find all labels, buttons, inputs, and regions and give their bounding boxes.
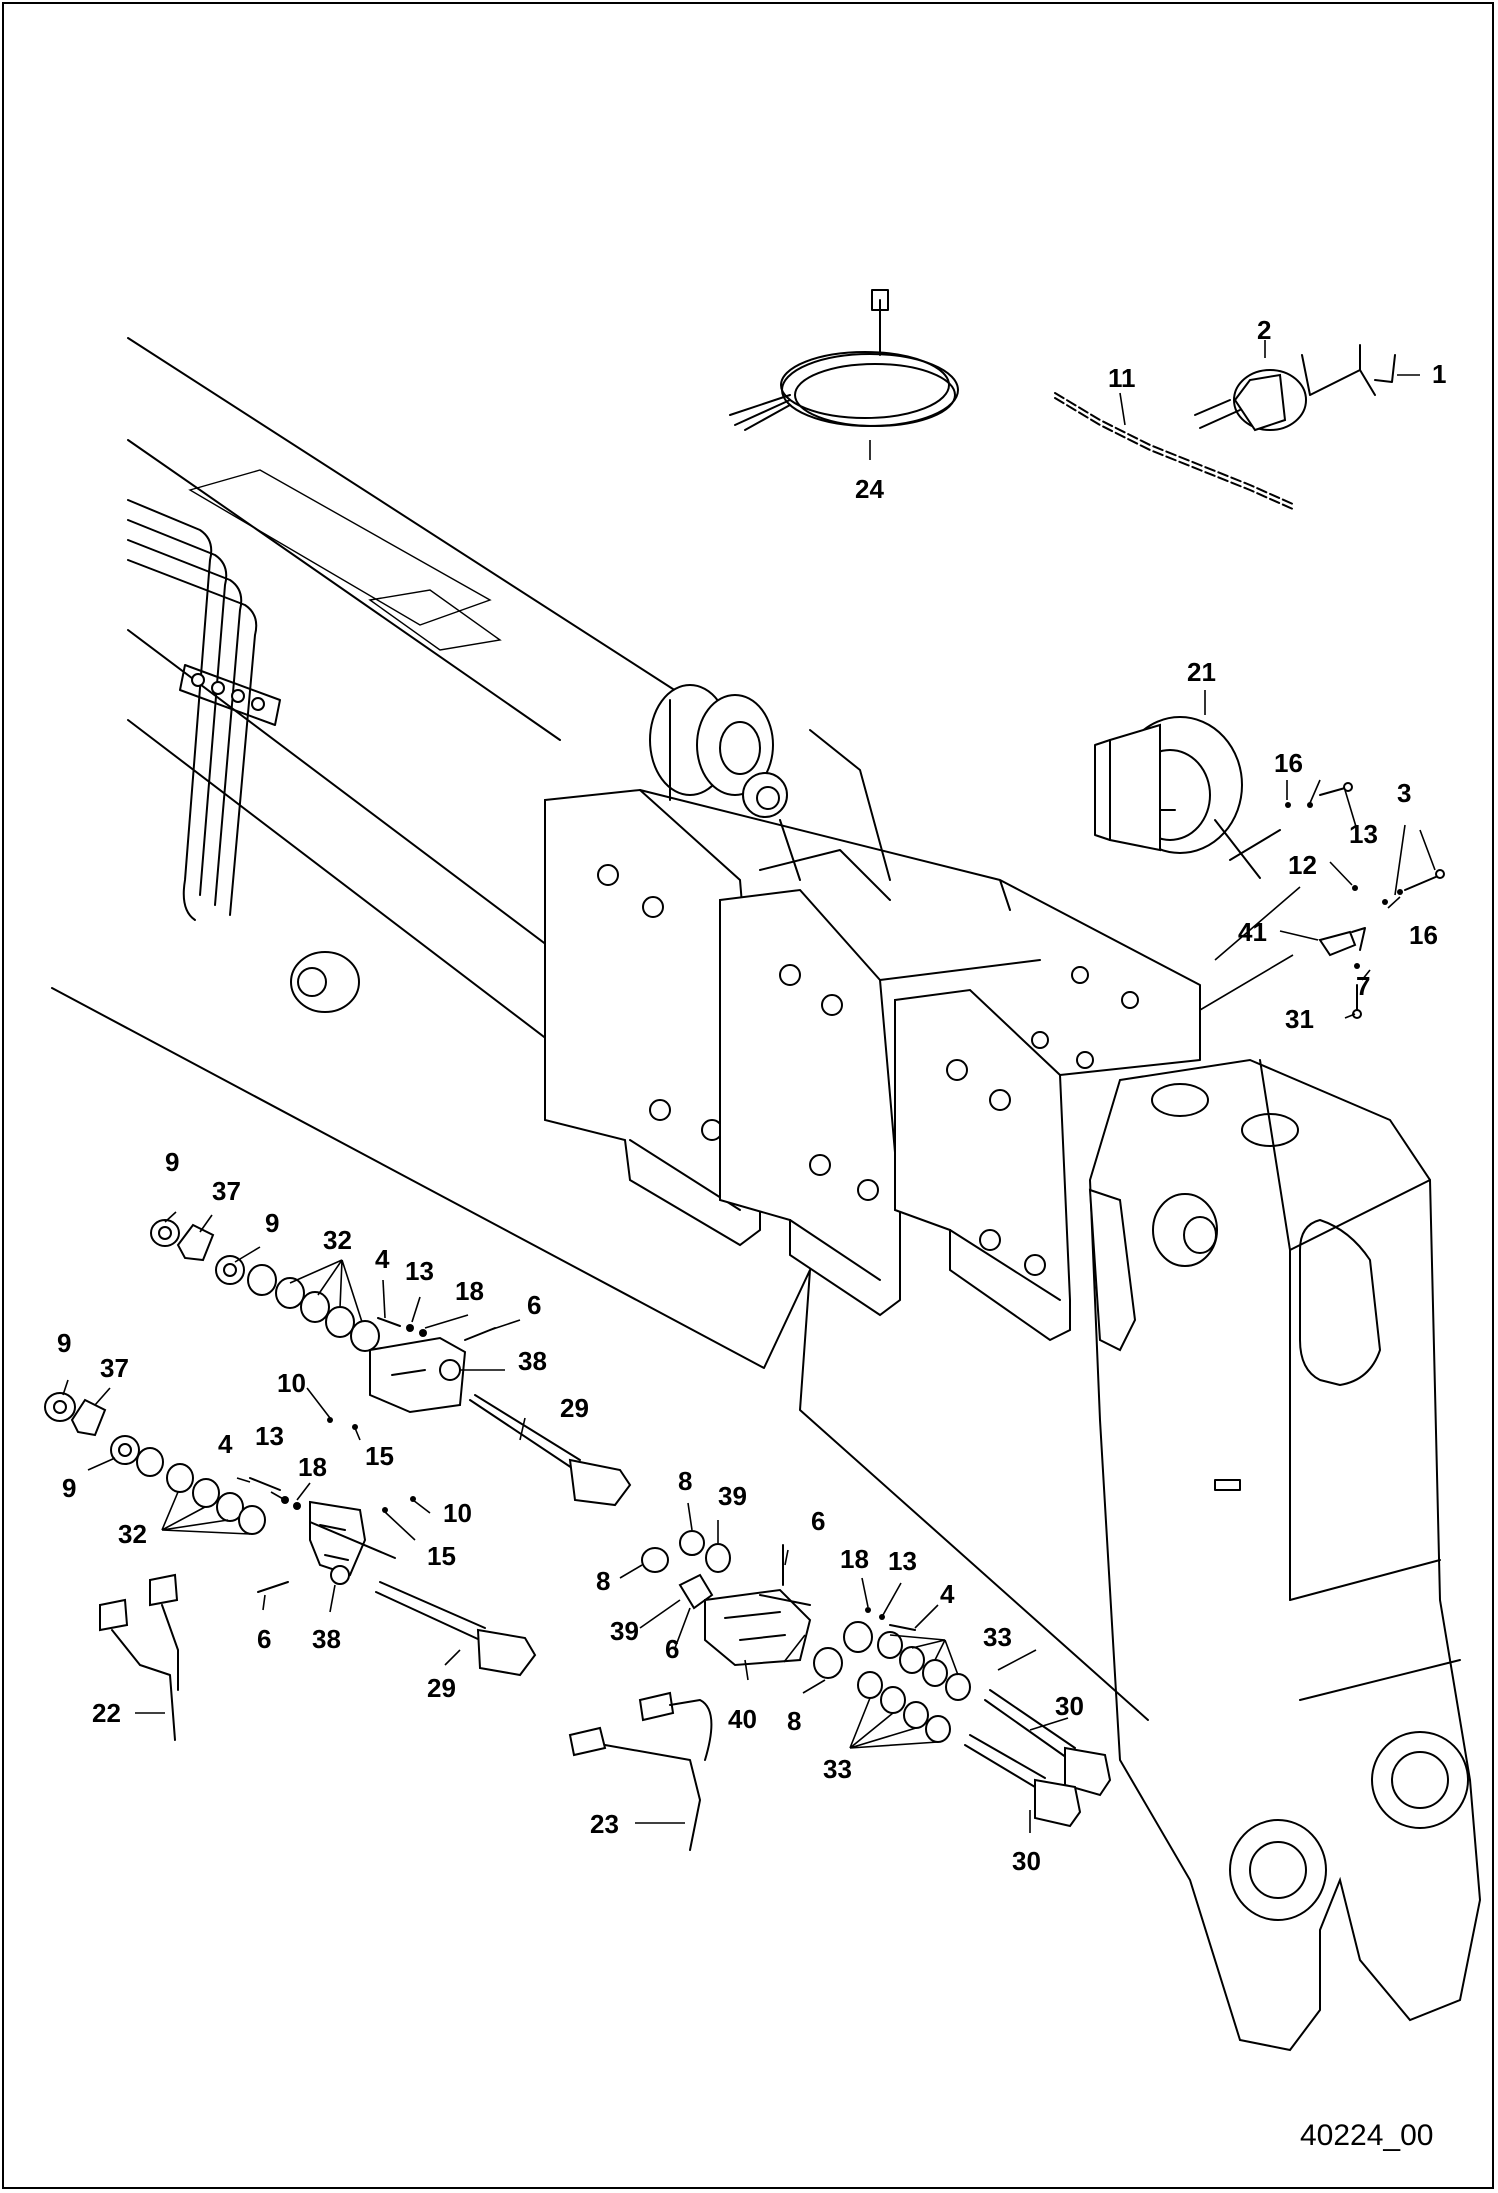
small-hardware-upper-right: [1285, 782, 1445, 1019]
callout-13-a: 13: [405, 1256, 434, 1286]
callout-11: 11: [1108, 363, 1136, 393]
drawing-number: 40224_00: [1300, 2119, 1433, 2152]
callout-4-c: 4: [940, 1579, 955, 1609]
callout-15-a: 15: [365, 1441, 394, 1471]
leader-lines-boom: [1199, 886, 1301, 1011]
callout-13-upper: 13: [1349, 819, 1378, 849]
callout-18-b: 18: [298, 1452, 327, 1482]
callout-3: 3: [1397, 778, 1411, 808]
callout-39-a: 39: [718, 1481, 747, 1511]
callout-30-a: 30: [1055, 1691, 1084, 1721]
callout-38-a: 38: [518, 1346, 547, 1376]
callout-13-b: 13: [255, 1421, 284, 1451]
callout-37-b: 37: [100, 1353, 129, 1383]
callout-24: 24: [855, 474, 884, 504]
right-hardware-kit: [641, 1530, 1112, 1828]
callout-8-b: 8: [596, 1566, 610, 1596]
harness-22: [99, 1573, 179, 1741]
cable-coil: [729, 289, 959, 431]
callout-16-lower: 16: [1409, 920, 1438, 950]
callout-9-d: 9: [62, 1473, 76, 1503]
callout-12: 12: [1288, 850, 1317, 880]
callout-31: 31: [1285, 1004, 1314, 1034]
callout-37-a: 37: [212, 1176, 241, 1206]
callout-21: 21: [1187, 657, 1216, 687]
callout-18-a: 18: [455, 1276, 484, 1306]
callout-leaders: [62, 340, 1436, 1833]
callout-29-b: 29: [427, 1673, 456, 1703]
callout-10-b: 10: [443, 1498, 472, 1528]
callout-6-c: 6: [811, 1506, 825, 1536]
callout-22: 22: [92, 1698, 121, 1728]
callout-38-b: 38: [312, 1624, 341, 1654]
callout-7: 7: [1356, 971, 1370, 1001]
bracket-41: [1318, 927, 1366, 957]
callout-39-b: 39: [610, 1616, 639, 1646]
callout-4-b: 4: [218, 1429, 233, 1459]
callout-9-b: 9: [265, 1208, 279, 1238]
callout-6-b: 6: [257, 1624, 271, 1654]
switch-with-bracket: [1194, 344, 1396, 432]
callout-1: 1: [1432, 359, 1446, 389]
callout-10-a: 10: [277, 1368, 306, 1398]
callout-13-c: 13: [888, 1546, 917, 1576]
left-hardware-kit: [44, 1219, 632, 1677]
callout-9-c: 9: [57, 1328, 71, 1358]
callout-8-c: 8: [787, 1706, 801, 1736]
callout-32-b: 32: [118, 1519, 147, 1549]
callout-40: 40: [728, 1704, 757, 1734]
callout-15-b: 15: [427, 1541, 456, 1571]
callout-33-b: 33: [823, 1754, 852, 1784]
brake-assembly: [1094, 716, 1281, 879]
boom-assembly: [127, 337, 1482, 2052]
callout-4-a: 4: [375, 1244, 390, 1274]
callout-18-c: 18: [840, 1544, 869, 1574]
callout-2: 2: [1257, 315, 1271, 345]
callout-41: 41: [1238, 917, 1267, 947]
callout-29-a: 29: [560, 1393, 589, 1423]
callout-6-a: 6: [527, 1290, 541, 1320]
harness-23: [568, 1691, 713, 1851]
callout-23: 23: [590, 1809, 619, 1839]
detail-outline: [51, 987, 1149, 1721]
callout-labels: 1 2 11 24 21 16 3 13 12 16 41 7 31 9 37 …: [57, 315, 1446, 1876]
callout-32-a: 32: [323, 1225, 352, 1255]
callout-30-b: 30: [1012, 1846, 1041, 1876]
callout-33-a: 33: [983, 1622, 1012, 1652]
callout-9-a: 9: [165, 1147, 179, 1177]
chain: [1054, 392, 1296, 511]
callout-16-upper: 16: [1274, 748, 1303, 778]
callout-8-a: 8: [678, 1466, 692, 1496]
callout-6-d: 6: [665, 1634, 679, 1664]
